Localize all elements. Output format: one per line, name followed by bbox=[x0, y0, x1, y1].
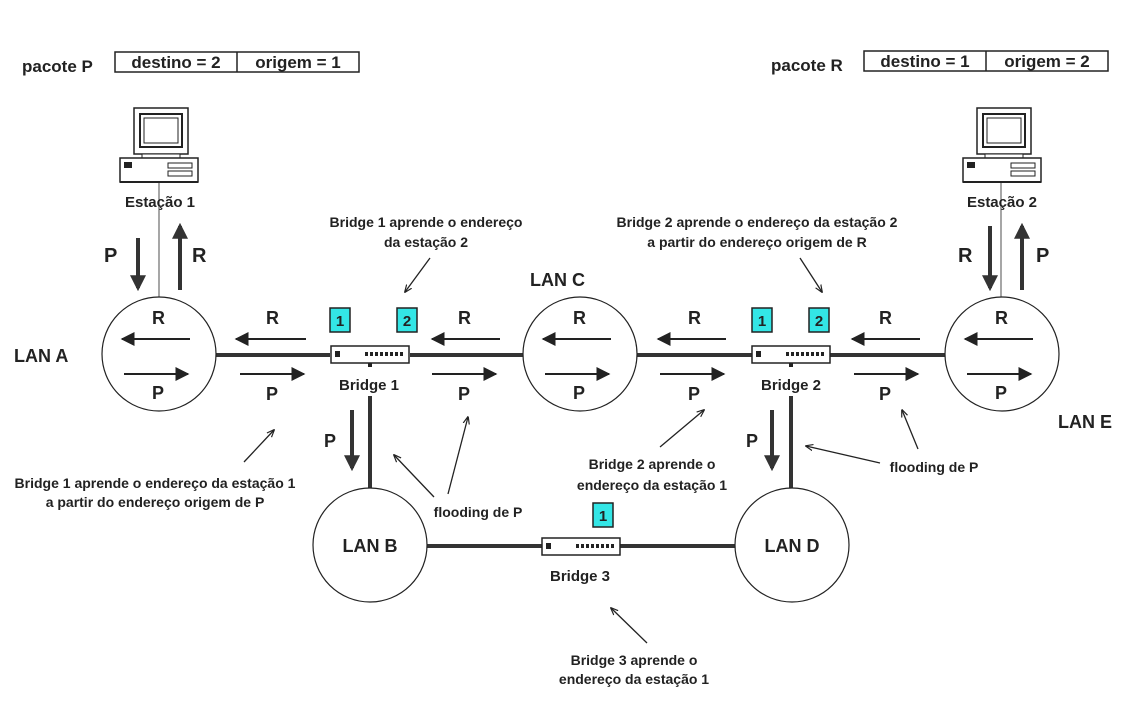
note-b3-station1-line2: endereço da estação 1 bbox=[559, 671, 709, 687]
bridge-1-port-dot bbox=[368, 363, 372, 367]
bridge-1-table-entry-1-text: 1 bbox=[336, 313, 344, 330]
bridge-3-device bbox=[541, 537, 621, 556]
bridge-1-table-entry-2-text: 2 bbox=[403, 313, 411, 330]
b2-to-land-p-label: P bbox=[746, 431, 758, 451]
packet-r-header: destino = 1 origem = 2 bbox=[863, 50, 1109, 72]
note-b2-station2-line2: a partir do endereço origem de R bbox=[647, 234, 866, 250]
station-1-p-label: P bbox=[104, 245, 117, 267]
note-b1-station1-pointer bbox=[243, 430, 274, 463]
seg-b2-e-p-label: P bbox=[879, 384, 891, 404]
packet-r-label: pacote R bbox=[771, 56, 843, 75]
bridge-3-table-entry-1: 1 bbox=[592, 502, 614, 528]
bridge-2-table-entry-2: 2 bbox=[808, 307, 830, 333]
seg-b2-e-r-label: R bbox=[879, 308, 892, 328]
bridge-1-table-entry-1: 1 bbox=[329, 307, 351, 333]
station-2-r-label: R bbox=[958, 245, 973, 267]
bridge-2-port-dot bbox=[789, 363, 793, 367]
lan-c-r-label: R bbox=[573, 308, 586, 328]
seg-a-b1-p-label: P bbox=[266, 384, 278, 404]
lan-a-r-label: R bbox=[152, 308, 165, 328]
bridge-2-device bbox=[751, 345, 831, 364]
note-b2-station1-line2: endereço da estação 1 bbox=[577, 477, 727, 493]
bridge-1-table-entry-2: 2 bbox=[396, 307, 418, 333]
note-flooding-1: flooding de P bbox=[434, 504, 523, 520]
bridge-1-device bbox=[330, 345, 410, 364]
bridge-2-label: Bridge 2 bbox=[761, 377, 821, 394]
note-b1-station1-line1: Bridge 1 aprende o endereço da estação 1 bbox=[15, 475, 296, 491]
b1-to-lanb-p-label: P bbox=[324, 431, 336, 451]
note-b2-station1-pointer bbox=[659, 410, 704, 448]
note-b1-station2-line2: da estação 2 bbox=[384, 234, 468, 250]
note-b3-station1-line1: Bridge 3 aprende o bbox=[571, 652, 698, 668]
seg-c-b2-r-label: R bbox=[688, 308, 701, 328]
note-b2-station1-line1: Bridge 2 aprende o bbox=[589, 456, 716, 472]
station-1-computer-icon bbox=[119, 107, 199, 183]
note-flooding-2: flooding de P bbox=[890, 459, 979, 475]
packet-r-origin: origem = 2 bbox=[1004, 52, 1090, 71]
note-b1-station1-line2: a partir do endereço origem de P bbox=[46, 494, 265, 510]
lan-b: LAN B bbox=[312, 487, 428, 603]
note-flooding-1-pointer-a bbox=[394, 455, 435, 498]
note-b3-station1-pointer bbox=[611, 608, 648, 644]
station-2-p-label: P bbox=[1036, 245, 1049, 267]
bridge-2-table-entry-2-text: 2 bbox=[815, 313, 823, 330]
lan-d-label: LAN D bbox=[765, 536, 820, 556]
packet-r-destination: destino = 1 bbox=[880, 52, 969, 71]
station-2-label: Estação 2 bbox=[967, 194, 1037, 211]
bridge-2-table-entry-1: 1 bbox=[751, 307, 773, 333]
seg-b1-c-r-label: R bbox=[458, 308, 471, 328]
seg-b1-c-p-label: P bbox=[458, 384, 470, 404]
lan-b-label: LAN B bbox=[343, 536, 398, 556]
packet-p-destination: destino = 2 bbox=[131, 53, 220, 72]
packet-p-label: pacote P bbox=[22, 57, 93, 76]
station-1-r-label: R bbox=[192, 245, 207, 267]
bridge-1-label: Bridge 1 bbox=[339, 377, 399, 394]
bridge-3-label: Bridge 3 bbox=[550, 568, 610, 585]
bridge-3-table-entry-1-text: 1 bbox=[599, 508, 607, 525]
station-2-computer-icon bbox=[962, 107, 1042, 183]
lan-c-p-label: P bbox=[573, 383, 585, 403]
lan-d: LAN D bbox=[734, 487, 850, 603]
packet-p-header: destino = 2 origem = 1 bbox=[114, 51, 360, 73]
packet-p-origin: origem = 1 bbox=[255, 53, 341, 72]
lan-a-p-label: P bbox=[152, 383, 164, 403]
note-b2-station2-line1: Bridge 2 aprende o endereço da estação 2 bbox=[617, 214, 898, 230]
lan-e-p-label: P bbox=[995, 383, 1007, 403]
station-1-label: Estação 1 bbox=[125, 194, 195, 211]
note-b2-station2-pointer bbox=[799, 257, 822, 292]
note-flooding-2-pointer-b bbox=[902, 410, 919, 450]
seg-a-b1-r-label: R bbox=[266, 308, 279, 328]
lan-e: R P bbox=[944, 296, 1060, 412]
lan-a: R P bbox=[101, 296, 217, 412]
note-flooding-2-pointer-a bbox=[806, 446, 881, 464]
lan-e-r-label: R bbox=[995, 308, 1008, 328]
bridge-2-table-entry-1-text: 1 bbox=[758, 313, 766, 330]
lan-e-label: LAN E bbox=[1058, 412, 1112, 432]
lan-c-label: LAN C bbox=[530, 270, 585, 290]
seg-c-b2-p-label: P bbox=[688, 384, 700, 404]
lan-a-label: LAN A bbox=[14, 346, 68, 366]
note-b1-station2-line1: Bridge 1 aprende o endereço bbox=[330, 214, 523, 230]
note-b1-station2-pointer bbox=[405, 257, 431, 292]
lan-c: R P bbox=[522, 296, 638, 412]
note-flooding-1-pointer-b bbox=[447, 417, 468, 495]
